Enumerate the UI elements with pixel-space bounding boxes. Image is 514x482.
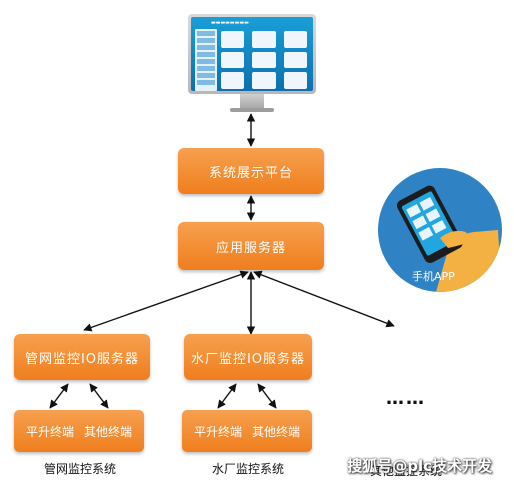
water-plant-system-caption: 水厂监控系统 bbox=[212, 462, 285, 476]
terminal-label: 平升终端 bbox=[193, 424, 242, 439]
water-plant-terminals-box: 平升终端 其他终端 bbox=[182, 410, 312, 452]
ellipsis: …… bbox=[386, 388, 426, 409]
monitor-stand bbox=[240, 94, 264, 108]
screen-icon-grid bbox=[221, 31, 307, 89]
app-to-left-io-arrow bbox=[83, 270, 249, 332]
pipe-network-system-caption: 管网监控系统 bbox=[44, 462, 117, 476]
phone-app-label: 手机APP bbox=[412, 270, 455, 283]
display-platform-box: 系统展示平台 bbox=[178, 148, 324, 194]
terminal-label: 其他终端 bbox=[252, 424, 301, 439]
watermark-text: 搜狐号@plc技术开发 bbox=[347, 457, 492, 475]
hand-phone-illustration bbox=[396, 185, 502, 292]
monitor-base bbox=[230, 108, 274, 112]
phone-app-circle bbox=[378, 168, 502, 292]
display-platform-label: 系统展示平台 bbox=[208, 165, 293, 181]
water-plant-io-server-box: 水厂监控IO服务器 bbox=[184, 334, 312, 380]
other-system-caption: 其他监控系统 bbox=[370, 464, 443, 478]
pipe-network-terminals-box: 平升终端 其他终端 bbox=[14, 410, 144, 452]
monitor-image: ▬▬▬▬▬▬▬▬ bbox=[188, 14, 316, 114]
mid-io-to-terminal-b-arrow bbox=[257, 383, 277, 409]
left-io-to-terminal-a-arrow bbox=[49, 383, 69, 409]
app-server-box: 应用服务器 bbox=[178, 222, 324, 270]
water-plant-io-server-label: 水厂监控IO服务器 bbox=[190, 351, 306, 367]
app-to-other-arrow bbox=[253, 270, 395, 328]
pipe-network-io-server-label: 管网监控IO服务器 bbox=[24, 351, 140, 367]
terminal-label: 平升终端 bbox=[25, 424, 74, 439]
terminal-label: 其他终端 bbox=[84, 424, 133, 439]
monitor-bezel: ▬▬▬▬▬▬▬▬ bbox=[188, 14, 316, 94]
mid-io-to-terminal-a-arrow bbox=[217, 383, 237, 409]
app-server-label: 应用服务器 bbox=[215, 240, 286, 256]
screen-sidebar bbox=[195, 29, 217, 91]
pipe-network-io-server-box: 管网监控IO服务器 bbox=[14, 334, 150, 380]
screen-title-bar: ▬▬▬▬▬▬▬▬ bbox=[211, 20, 249, 26]
monitor-screen: ▬▬▬▬▬▬▬▬ bbox=[191, 17, 313, 91]
left-io-to-terminal-b-arrow bbox=[89, 383, 109, 409]
